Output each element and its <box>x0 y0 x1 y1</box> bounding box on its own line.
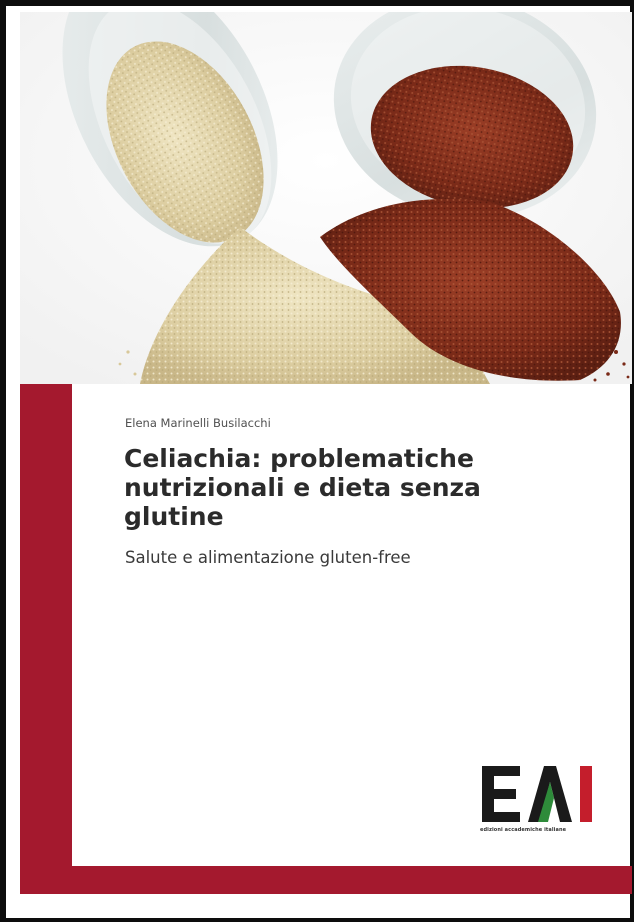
publisher-caption: edizioni accademiche italiane <box>480 827 567 833</box>
white-quinoa-pile-icon <box>140 227 490 384</box>
frame-border-top <box>0 0 634 6</box>
quinoa-jars-photo <box>20 12 632 384</box>
cover-red-band-left <box>20 384 72 894</box>
logo-letter-a <box>528 766 572 822</box>
glass-jar-left-icon <box>62 12 278 247</box>
book-title: Celiachia: problematiche nutrizionali e … <box>124 444 481 531</box>
red-quinoa-pile-icon <box>320 198 621 381</box>
cover-bottom-margin <box>6 894 630 918</box>
eai-logo <box>482 766 592 822</box>
logo-green-bar <box>538 782 554 822</box>
frame-border-bottom <box>0 918 634 922</box>
glass-jar-right-icon <box>333 12 597 219</box>
logo-letter-e <box>482 766 520 822</box>
logo-red-bar <box>580 766 592 822</box>
cover-red-band-bottom <box>20 866 632 894</box>
frame-border-right <box>630 0 634 922</box>
book-subtitle: Salute e alimentazione gluten-free <box>125 548 411 567</box>
frame-border-left <box>0 0 6 922</box>
book-author: Elena Marinelli Busilacchi <box>125 416 271 430</box>
scattered-grains-icon <box>593 350 630 382</box>
